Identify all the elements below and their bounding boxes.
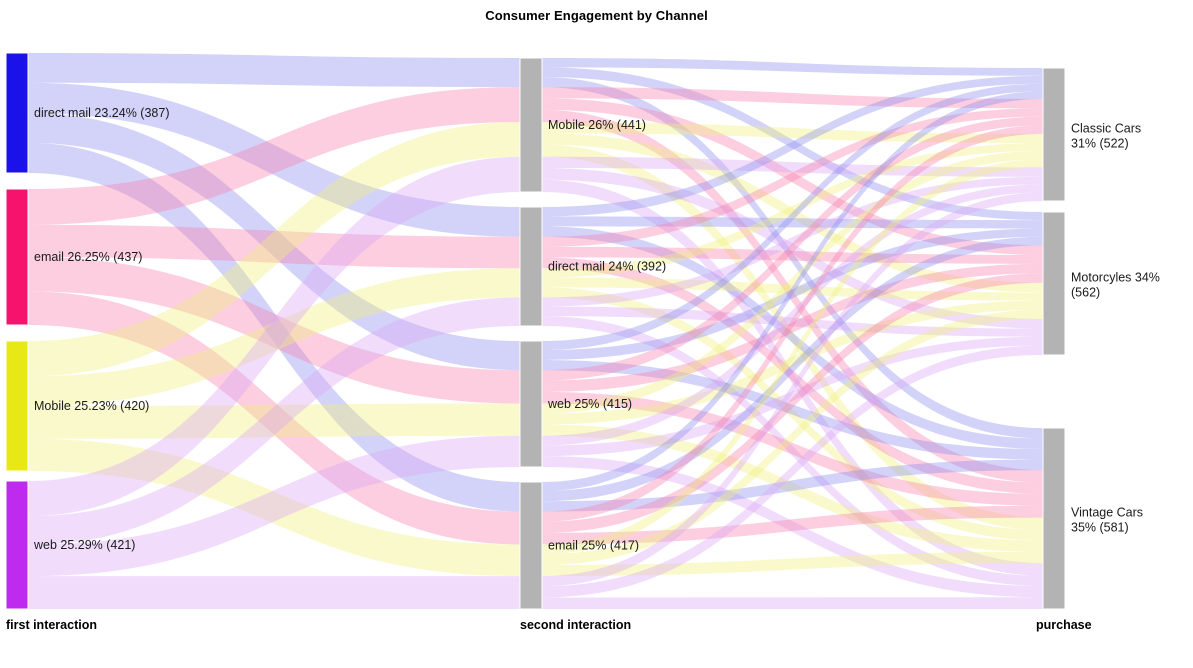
sankey-link[interactable] [542, 87, 1043, 109]
sankey-link[interactable] [542, 273, 1043, 533]
sankey-link[interactable] [542, 76, 1043, 439]
sankey-link[interactable] [28, 224, 520, 269]
sankey-link[interactable] [542, 58, 1043, 76]
sankey-link[interactable] [542, 192, 1043, 587]
sankey-link[interactable] [28, 82, 520, 237]
sankey-link[interactable] [542, 228, 1043, 360]
node-label-direct_mail: direct mail 24% (392) [548, 260, 666, 274]
sankey-link[interactable] [542, 257, 1043, 494]
sankey-node-first-web[interactable] [5, 480, 29, 610]
sankey-link[interactable] [28, 438, 520, 577]
node-label-mobile: Mobile 25.23% (420) [34, 399, 149, 413]
node-label-web: web 25.29% (421) [33, 538, 135, 552]
sankey-link[interactable] [542, 309, 1043, 566]
sankey-link[interactable] [542, 597, 1043, 609]
sankey-link[interactable] [542, 108, 1043, 247]
sankey-link[interactable] [542, 277, 1043, 301]
sankey-link[interactable] [542, 306, 1043, 337]
sankey-node-second-web[interactable] [519, 340, 543, 468]
sankey-link[interactable] [28, 156, 520, 517]
sankey-link[interactable] [542, 125, 1043, 522]
sankey-link[interactable] [542, 179, 1043, 576]
sankey-link[interactable] [542, 184, 1043, 446]
sankey-node-first-direct_mail[interactable] [5, 52, 29, 174]
sankey-link[interactable] [542, 144, 1043, 530]
sankey-link[interactable] [542, 391, 1043, 506]
sankey-link[interactable] [542, 91, 1043, 492]
page-title: Consumer Engagement by Channel [485, 8, 708, 23]
sankey-link[interactable] [28, 403, 520, 439]
sankey-node-second-email[interactable] [519, 481, 543, 610]
sankey-link[interactable] [542, 316, 1043, 587]
sankey-link[interactable] [28, 53, 520, 88]
sankey-link[interactable] [542, 150, 1043, 414]
sankey-link[interactable] [28, 142, 520, 512]
sankey-link[interactable] [542, 263, 1043, 392]
sankey-link[interactable] [542, 456, 1043, 598]
sankey-link[interactable] [542, 116, 1043, 381]
sankey-node-second-mobile[interactable] [519, 57, 543, 193]
sankey-link[interactable] [542, 159, 1043, 555]
sankey-link[interactable] [542, 287, 1043, 541]
sankey-link[interactable] [542, 551, 1043, 577]
sankey-link[interactable] [542, 336, 1043, 457]
sankey-node-first-email[interactable] [5, 188, 29, 326]
node-label-email: email 26.25% (437) [34, 250, 142, 264]
sankey-link[interactable] [542, 226, 1043, 450]
sankey-link[interactable] [28, 268, 520, 406]
sankey-link[interactable] [28, 291, 520, 545]
sankey-node-third-motorcyles[interactable] [1042, 211, 1066, 356]
sankey-link[interactable] [542, 236, 1043, 502]
sankey-link[interactable] [28, 257, 520, 404]
node-label-email: email 25% (417) [548, 539, 639, 553]
sankey-link[interactable] [542, 216, 1043, 229]
stage-label-third: purchase [1036, 618, 1092, 632]
sankey-link[interactable] [542, 75, 1043, 217]
sankey-link[interactable] [542, 424, 1043, 552]
sankey-node-second-direct_mail[interactable] [519, 206, 543, 327]
sankey-link[interactable] [542, 359, 1043, 460]
sankey-node-third-vintage_cars[interactable] [1042, 427, 1066, 610]
node-label-web: web 25% (415) [547, 397, 632, 411]
sankey-link[interactable] [542, 133, 1043, 293]
sankey-link[interactable] [542, 345, 1043, 598]
sankey-link[interactable] [28, 297, 520, 545]
sankey-link[interactable] [542, 98, 1043, 255]
sankey-link[interactable] [542, 300, 1043, 425]
sankey-link[interactable] [28, 576, 520, 609]
sankey-link[interactable] [542, 176, 1043, 307]
stage-label-first: first interaction [6, 618, 97, 632]
sankey-link[interactable] [542, 109, 1043, 483]
sankey-link[interactable] [28, 113, 520, 371]
sankey-node-first-mobile[interactable] [5, 340, 29, 472]
sankey-link[interactable] [28, 87, 520, 225]
node-label-direct_mail: direct mail 23.24% (387) [34, 106, 169, 120]
sankey-link[interactable] [542, 67, 1043, 221]
stage-label-second: second interaction [520, 618, 631, 632]
sankey-link[interactable] [542, 246, 1043, 264]
sankey-link[interactable] [542, 83, 1043, 351]
nodes-layer [5, 52, 1066, 610]
sankey-link[interactable] [542, 168, 1043, 329]
node-label-mobile: Mobile 26% (441) [548, 118, 646, 132]
sankey-link[interactable] [28, 435, 520, 577]
node-label-motorcyles: Motorcyles 34%(562) [1071, 271, 1160, 300]
links-layer [28, 53, 1043, 609]
sankey-link[interactable] [28, 122, 520, 377]
labels-layer: direct mail 23.24% (387) email 26.25% (43… [6, 106, 1160, 632]
sankey-link[interactable] [542, 459, 1043, 512]
sankey-link[interactable] [542, 505, 1043, 545]
sankey-node-third-classic_cars[interactable] [1042, 67, 1066, 202]
sankey-link[interactable] [542, 143, 1043, 278]
sankey-link[interactable] [542, 156, 1043, 177]
sankey-link[interactable] [542, 122, 1043, 144]
